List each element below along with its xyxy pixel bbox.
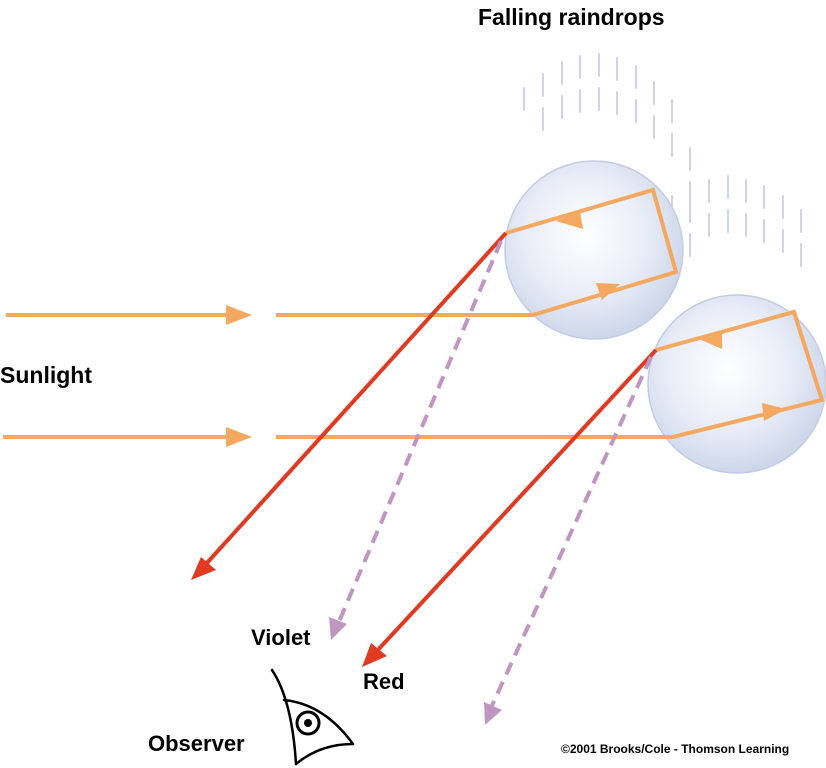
raindrop-lower xyxy=(647,294,826,474)
arrowhead xyxy=(697,332,722,349)
arrowhead xyxy=(596,283,620,300)
arrowhead xyxy=(226,305,252,325)
arrowhead xyxy=(191,557,216,580)
violet-ray-upper xyxy=(329,240,503,640)
red-ray-upper xyxy=(191,231,508,580)
diagram-title: Falling raindrops xyxy=(478,4,665,30)
red-label: Red xyxy=(363,669,405,694)
red-ray-lower xyxy=(362,348,658,667)
raindrop-upper xyxy=(504,160,684,340)
copyright-credit: ©2001 Brooks/Cole - Thomson Learning xyxy=(561,742,790,756)
arrowhead xyxy=(556,212,583,229)
sunlight-ray-upper xyxy=(6,187,679,325)
arrowhead xyxy=(226,427,252,447)
arrowhead xyxy=(484,702,502,725)
sunlight-ray-lower xyxy=(3,309,825,447)
arrowhead xyxy=(329,617,347,640)
arrowhead xyxy=(762,403,786,421)
violet-ray-lower xyxy=(484,356,653,725)
violet-label: Violet xyxy=(251,625,311,650)
sunlight-label: Sunlight xyxy=(0,362,92,388)
observer-label: Observer xyxy=(148,731,245,756)
eye-icon xyxy=(270,668,355,766)
rain-streaks xyxy=(523,53,802,267)
arrowhead xyxy=(362,643,387,667)
